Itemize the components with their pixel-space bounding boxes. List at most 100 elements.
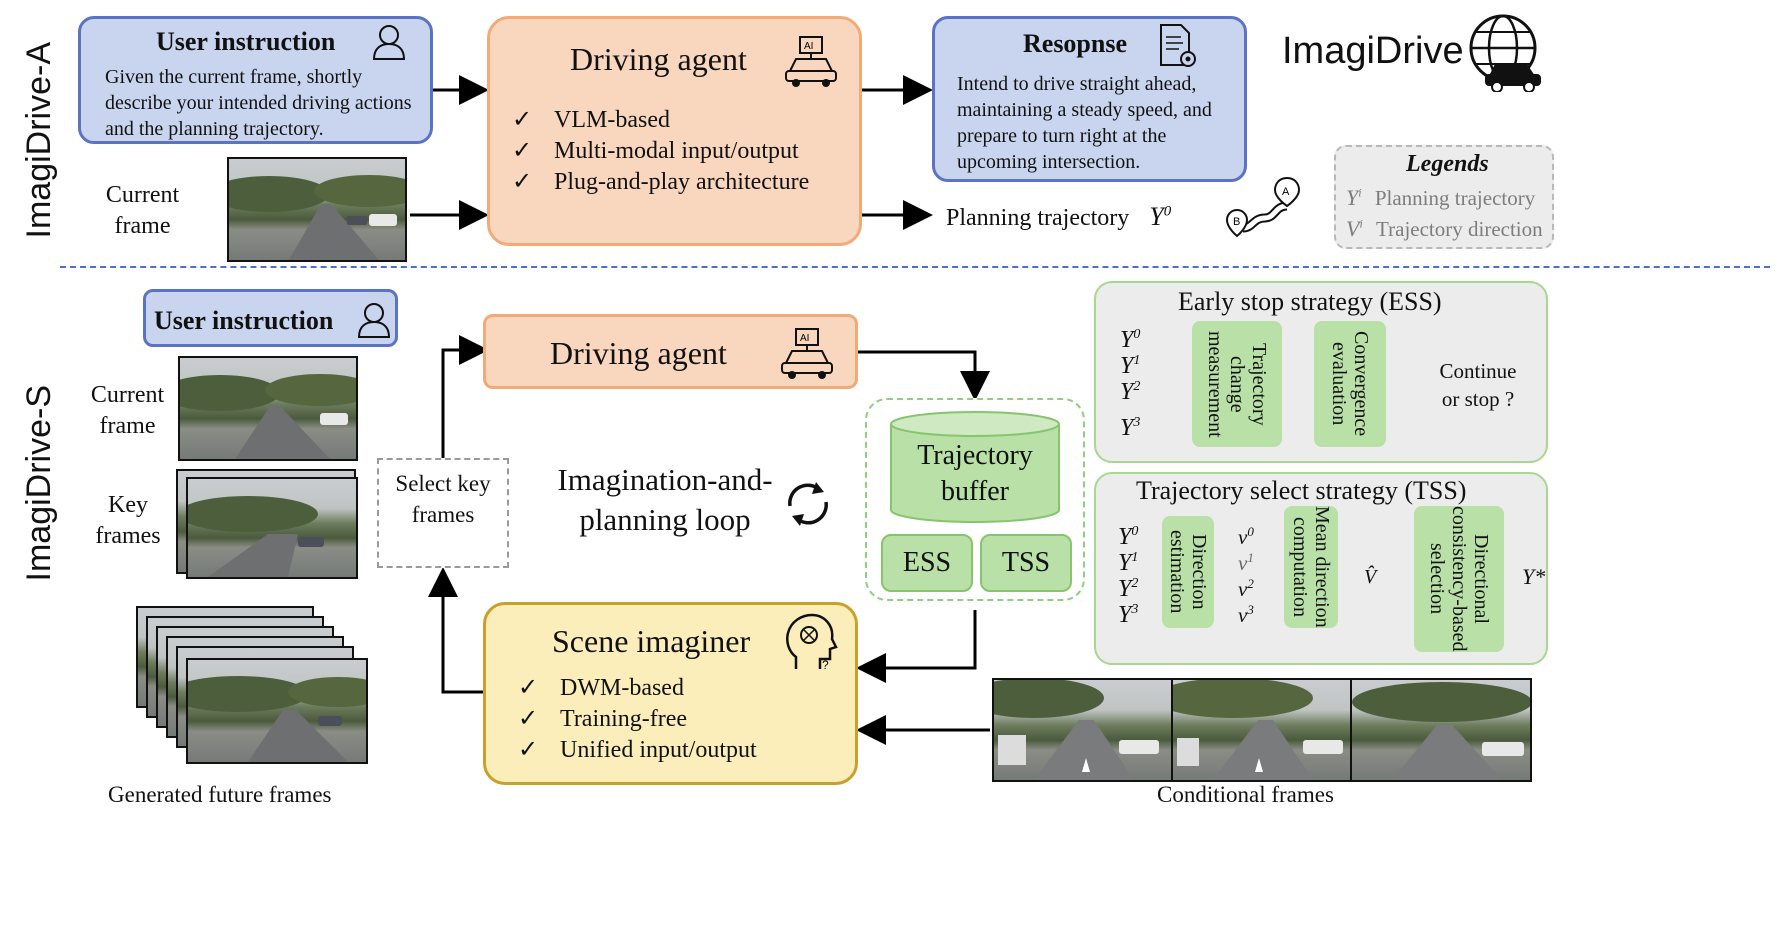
scene-imaginer-title: Scene imaginer <box>552 623 751 659</box>
key-frame-image <box>186 477 358 579</box>
top-current-frame-label: Current frame <box>105 182 180 239</box>
document-gear-icon <box>1160 24 1196 67</box>
top-user-instruction-text: Given the current frame, shortly describ… <box>105 66 412 140</box>
tss-direction-value: v1 <box>1238 550 1254 575</box>
arrow-imaginer-to-select <box>428 567 483 694</box>
key-frames-label: Key frames <box>95 492 161 549</box>
tss-button: TSS <box>980 534 1072 592</box>
tss-title: Trajectory select strategy (TSS) <box>1136 476 1467 505</box>
tss-direction-value: v3 <box>1238 602 1254 627</box>
check-icon: ✓ <box>512 138 533 164</box>
arrow-buffer-to-imaginer <box>856 610 977 683</box>
legend-item: Vi Trajectory direction <box>1346 216 1543 241</box>
trajectory-buffer-label: Trajectory buffer <box>917 440 1033 507</box>
tss-label: TSS <box>1001 547 1051 578</box>
generated-frames-label: Generated future frames <box>108 782 332 807</box>
ess-input: Y0 <box>1120 327 1141 353</box>
ess-convergence-cell: Convergence evaluation <box>1314 321 1386 447</box>
tss-output: Y* <box>1522 564 1546 589</box>
conditional-frame-image <box>992 678 1174 782</box>
feature-item: ✓Unified input/output <box>518 735 757 766</box>
svg-text:?: ? <box>822 658 829 671</box>
bottom-user-instruction-title: User instruction <box>154 306 334 335</box>
tss-direction-estimation-cell: Direction estimation <box>1162 516 1214 628</box>
scene-imaginer-box: Scene imaginer ? ✓DWM-based ✓Training-fr… <box>483 602 858 785</box>
ai-car-icon: AI <box>785 36 837 87</box>
tss-mean-direction-cell: Mean direction computation <box>1284 506 1338 628</box>
response-title: Resopnse <box>1023 29 1128 58</box>
ess-label: ESS <box>902 547 952 578</box>
route-icon: A B <box>1225 176 1301 238</box>
trajectory-buffer-group: Trajectory buffer ESS TSS <box>865 398 1085 601</box>
planning-superscript: 0 <box>1163 203 1172 220</box>
conditional-frame-image <box>1171 678 1353 782</box>
ess-trajectory-change-cell: Trajectory change measurement <box>1192 321 1282 447</box>
section-divider <box>60 266 1770 268</box>
top-driving-agent-box: Driving agent AI ✓VLM-based ✓Multi-modal… <box>487 16 862 246</box>
tss-direction-value: v2 <box>1238 576 1254 601</box>
check-icon: ✓ <box>512 107 533 133</box>
check-icon: ✓ <box>518 675 539 701</box>
bottom-driving-agent-title: Driving agent <box>550 335 727 371</box>
bottom-current-frame-image <box>178 356 358 461</box>
tss-input: Y1 <box>1118 550 1139 576</box>
response-text: Intend to drive straight ahead, maintain… <box>957 73 1212 173</box>
brand-title: ImagiDrive <box>1282 30 1464 72</box>
top-user-instruction-box: User instruction Given the current frame… <box>78 16 433 144</box>
bottom-user-instruction-box: User instruction <box>143 289 398 347</box>
svg-text:AI: AI <box>804 41 813 52</box>
arrow-agent-to-buffer <box>858 350 990 401</box>
feature-item: ✓DWM-based <box>518 673 757 704</box>
feature-item: ✓VLM-based <box>512 105 809 136</box>
feature-item: ✓Training-free <box>518 704 757 735</box>
globe-car-icon <box>1469 14 1541 92</box>
feature-item: ✓Multi-modal input/output <box>512 136 809 167</box>
check-icon: ✓ <box>512 169 533 195</box>
planning-symbol: Y <box>1149 202 1164 231</box>
top-current-frame-image <box>227 157 407 262</box>
brain-head-icon: ? <box>786 613 838 671</box>
loop-label: Imagination-and-planning loop <box>557 462 773 537</box>
svg-text:B: B <box>1233 216 1240 228</box>
svg-text:AI: AI <box>800 333 809 344</box>
ess-input: Y3 <box>1120 415 1141 441</box>
user-icon <box>357 303 391 338</box>
conditional-frame-image <box>1350 678 1532 782</box>
check-icon: ✓ <box>518 706 539 732</box>
legends-title: Legends <box>1406 151 1489 177</box>
planning-trajectory-label: Planning trajectory Y0 <box>946 202 1172 231</box>
ess-output: Continue or stop ? <box>1439 359 1517 411</box>
bottom-current-frame-label: Current frame <box>90 382 165 439</box>
select-key-frames-box: Select key frames <box>377 458 509 568</box>
tss-input: Y3 <box>1118 602 1139 628</box>
arrow-select-to-agent <box>441 335 489 458</box>
buffer-cylinder <box>890 411 1060 523</box>
select-key-frames-label: Select key frames <box>395 471 491 527</box>
user-icon <box>372 25 406 60</box>
tss-consistency-selection-cell: Directional consistency-based selection <box>1414 506 1504 652</box>
tss-input: Y2 <box>1118 576 1139 602</box>
bottom-driving-agent-box: Driving agent AI <box>483 314 858 389</box>
imaginer-feature-list: ✓DWM-based ✓Training-free ✓Unified input… <box>518 673 757 766</box>
top-agent-feature-list: ✓VLM-based ✓Multi-modal input/output ✓Pl… <box>512 105 809 198</box>
svg-text:A: A <box>1282 186 1290 198</box>
legend-item: Yi Planning trajectory <box>1346 185 1536 210</box>
generated-frame-image <box>186 658 368 764</box>
refresh-icon <box>788 482 828 526</box>
legends-box: Legends Yi Planning trajectory Vi Trajec… <box>1334 145 1554 249</box>
check-icon: ✓ <box>518 737 539 763</box>
conditional-frames-label: Conditional frames <box>1157 782 1334 807</box>
tss-panel: Trajectory select strategy (TSS) Y0 Y1 Y… <box>1094 472 1548 665</box>
feature-item: ✓Plug-and-play architecture <box>512 167 809 198</box>
ai-car-icon: AI <box>781 328 833 379</box>
ess-panel: Early stop strategy (ESS) Y0 Y1 Y2 Y3 Tr… <box>1094 281 1548 463</box>
ess-input: Y1 <box>1120 353 1141 379</box>
tss-mean-direction-value: V̂ <box>1364 566 1377 588</box>
top-driving-agent-title: Driving agent <box>570 41 747 77</box>
ess-input: Y2 <box>1120 379 1141 405</box>
tss-direction-value: v0 <box>1238 524 1254 549</box>
response-box: Resopnse Intend to drive straight ahead,… <box>932 16 1247 182</box>
ess-title: Early stop strategy (ESS) <box>1178 287 1442 316</box>
top-user-instruction-title: User instruction <box>156 27 336 56</box>
road-scene <box>229 175 405 260</box>
